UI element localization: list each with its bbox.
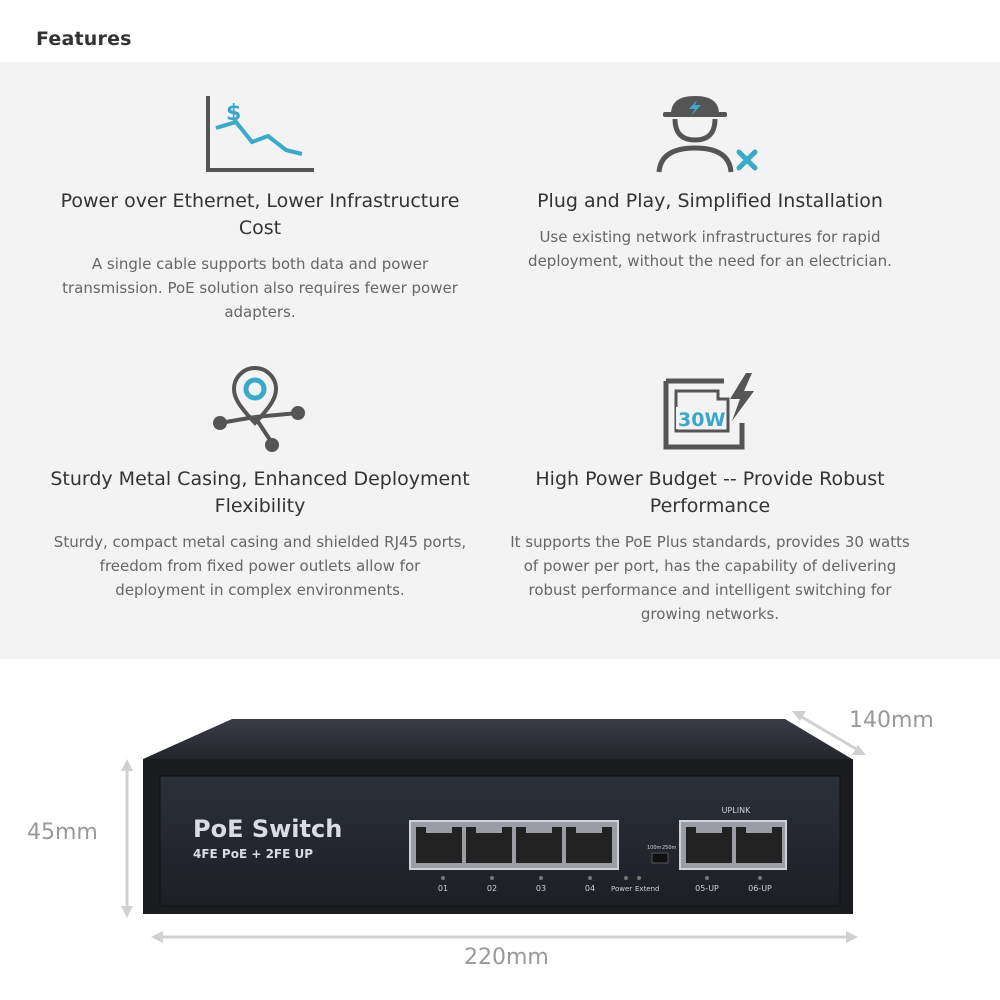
power-led-label: Power — [611, 885, 632, 893]
cost-down-chart-icon: $ — [206, 96, 314, 172]
30w-label: 30W — [678, 409, 725, 431]
port-label: 05-UP — [695, 884, 719, 893]
extend-toggle-switch[interactable] — [651, 852, 669, 864]
width-arrow — [151, 931, 858, 943]
feature-description: It supports the PoE Plus standards, prov… — [510, 533, 910, 623]
features-panel: $ Power over Ethernet, Lower Infrastruct… — [0, 62, 1000, 659]
port-02[interactable] — [466, 827, 512, 863]
port-label: 06-UP — [748, 884, 772, 893]
port-01[interactable] — [416, 827, 462, 863]
30w-power-icon: 30W — [663, 373, 754, 450]
uplink-label: UPLINK — [722, 806, 751, 815]
brand-label: PoE Switch — [193, 815, 342, 843]
port-04[interactable] — [566, 827, 612, 863]
model-label: 4FE PoE + 2FE UP — [193, 847, 313, 861]
feature-description: A single cable supports both data and po… — [62, 255, 458, 321]
no-electrician-icon — [656, 96, 758, 173]
switch-label-100m: 100m — [647, 845, 662, 851]
product-dimensions-section: PoE Switch 4FE PoE + 2FE UP 01 02 03 04 … — [0, 659, 1000, 1000]
port-label: 03 — [536, 884, 546, 893]
port-label: 01 — [438, 884, 448, 893]
height-dimension: 45mm — [27, 820, 98, 845]
poe-switch-illustration: PoE Switch 4FE PoE + 2FE UP 01 02 03 04 … — [121, 711, 866, 943]
dollar-sign: $ — [226, 101, 241, 126]
section-title: Features — [36, 28, 132, 50]
feature-title: High Power Budget -- Provide Robust Perf… — [535, 468, 885, 517]
feature-title: Power over Ethernet, Lower Infrastructur… — [60, 190, 460, 239]
port-03[interactable] — [516, 827, 562, 863]
depth-arrow — [792, 711, 866, 755]
width-dimension: 220mm — [464, 945, 549, 970]
uplink-port-06[interactable] — [736, 827, 782, 863]
feature-title: Sturdy Metal Casing, Enhanced Deployment… — [50, 468, 470, 517]
feature-title: Plug and Play, Simplified Installation — [537, 190, 883, 212]
feature-description: Sturdy, compact metal casing and shielde… — [53, 533, 467, 599]
depth-dimension: 140mm — [849, 708, 934, 733]
location-network-icon — [213, 366, 305, 452]
extend-led-label: Extend — [635, 885, 660, 893]
section-header: Features — [0, 0, 1000, 62]
feature-description: Use existing network infrastructures for… — [528, 228, 892, 270]
switch-label-250m: 250m — [662, 845, 677, 851]
height-arrow — [121, 759, 133, 918]
uplink-port-05[interactable] — [686, 827, 732, 863]
port-label: 04 — [585, 884, 595, 893]
port-label: 02 — [487, 884, 497, 893]
